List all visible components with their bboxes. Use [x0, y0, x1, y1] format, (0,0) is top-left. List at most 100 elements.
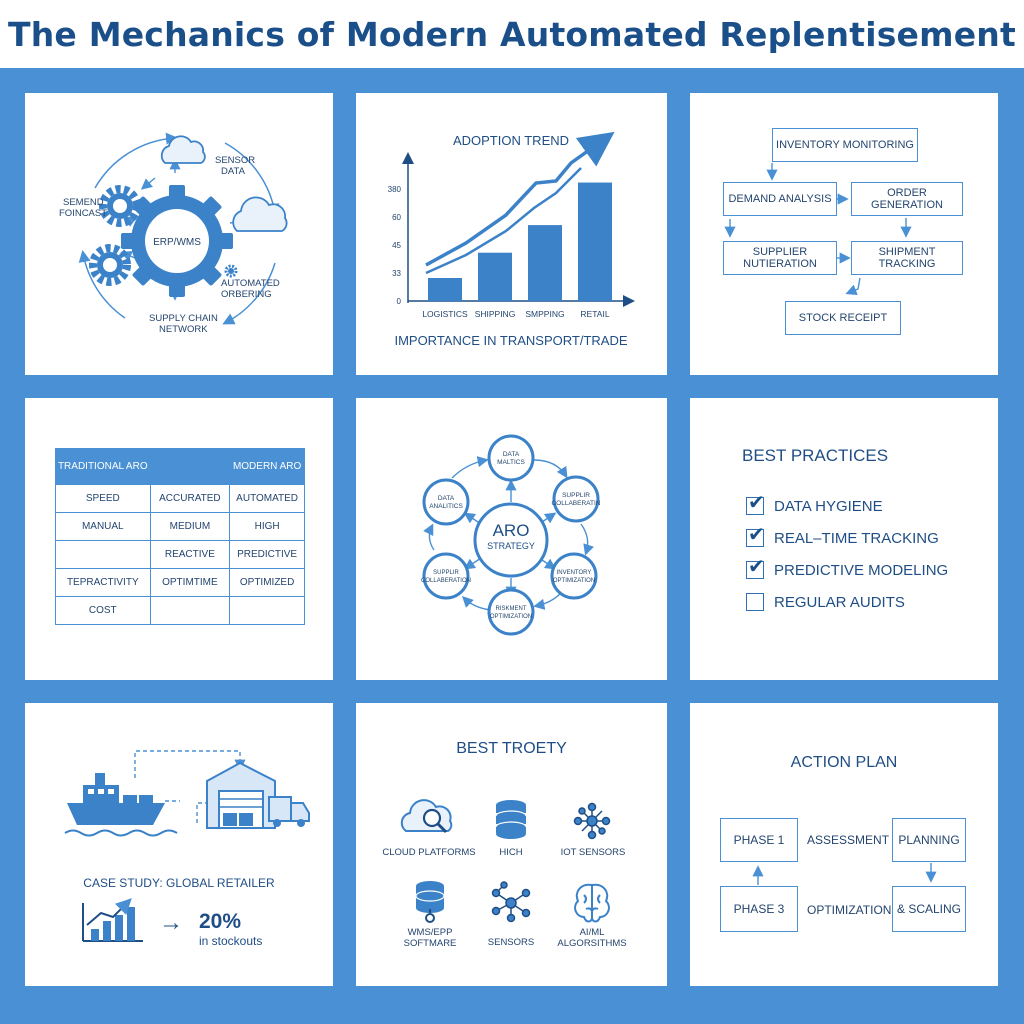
strategy-node: SUPPLIR COLLABERATIN [551, 475, 601, 523]
checkbox[interactable] [746, 593, 764, 611]
svg-text:COLLABERATION: COLLABERATION [421, 578, 471, 584]
table-cell: COST [55, 596, 151, 625]
table-cell: HIGH [229, 512, 305, 541]
table-cell: PREDICTIVE [229, 540, 305, 569]
header: The Mechanics of Modern Automated Replen… [0, 0, 1024, 68]
svg-text:SUPPLIR: SUPPLIR [562, 492, 590, 499]
strategy-node: DATA ANALITICS [422, 478, 470, 526]
checklist-label: DATA HYGIENE [774, 497, 883, 515]
y-tick-label: 60 [392, 213, 401, 222]
table-row: REACTIVE PREDICTIVE [55, 540, 305, 569]
strategy-node: SUPPLIR COLLABERATION [421, 552, 471, 600]
tech-label: SENSORS [487, 937, 535, 948]
arrow-icon: → [159, 909, 183, 936]
strategy-center-title: ARO [493, 521, 530, 540]
bar [528, 225, 562, 301]
table-cell: TEPRACTIVITY [55, 568, 151, 597]
panel-comparison-table: TRADITIONAL ARO MODERN ARO SPEED ACCURAT… [25, 398, 333, 680]
svg-text:INVENTORY: INVENTORY [557, 570, 592, 576]
database-gear-icon [415, 881, 445, 923]
tech-label: HICH [499, 847, 523, 858]
warehouse-icon [206, 761, 276, 829]
checklist-item[interactable]: ✔ PREDICTIVE MODELING [746, 554, 949, 579]
svg-text:SUPPLIR: SUPPLIR [433, 570, 459, 576]
svg-text:COLLABERATIN: COLLABERATIN [551, 500, 600, 507]
strategy-center [473, 502, 549, 578]
checklist-item[interactable]: REGULAR AUDITS [746, 593, 905, 611]
strategy-wheel: ARO STRATEGY DATA MALTICS SUPPLIR COLLAB… [421, 434, 601, 636]
checklist-label: REGULAR AUDITS [774, 593, 905, 611]
ship-icon [64, 773, 178, 837]
table-cell: REACTIVE [149, 540, 231, 569]
checklist-item[interactable]: ✔ REAL–TIME TRACKING [746, 522, 939, 547]
cycle-arrow [78, 250, 126, 319]
table-cell [229, 596, 305, 625]
network-icon [573, 802, 611, 840]
strategy-center-subtitle: STRATEGY [487, 541, 535, 551]
checkbox[interactable]: ✔ [746, 490, 765, 515]
table-cell [149, 596, 231, 625]
database-icon [495, 800, 527, 839]
action-plan-title: ACTION PLAN [790, 754, 898, 771]
network-label: NETWORK [159, 324, 208, 335]
panel-technology: BEST TROETY [356, 703, 667, 986]
svg-text:OPTIMIZATION: OPTIMIZATION [553, 578, 595, 584]
trend-line [425, 167, 582, 275]
checklist-item[interactable]: ✔ DATA HYGIENE [746, 490, 883, 515]
y-tick-label: 33 [392, 269, 401, 278]
optimization-label: OPTIMIZATION [807, 903, 892, 917]
table-cell: OPTIMIZED [229, 568, 305, 597]
table-cell [55, 540, 151, 569]
check-icon: ✔ [748, 522, 765, 546]
flow-box-demand-analysis: DEMAND ANALYSIS [723, 182, 837, 216]
panel-replenishment-cycle: ERP/WMS SENSOR DATA SEMEND FOINCAST AUTO… [25, 93, 333, 375]
x-tick-label: SHIPPING [475, 309, 516, 319]
sensor-label: DATA [221, 166, 246, 177]
strategy-node: DATA MALTICS [487, 434, 535, 482]
table-row: SPEED ACCURATED AUTOMATED [55, 484, 305, 513]
tech-label: CLOUD PLATFORMS [382, 847, 476, 858]
x-tick-label: SMPPING [525, 309, 564, 319]
checkbox[interactable]: ✔ [746, 522, 765, 547]
svg-text:DATA: DATA [503, 451, 520, 458]
cloud-icon [160, 135, 206, 164]
svg-text:MALTICS: MALTICS [497, 459, 525, 466]
panel-case-study: CASE STUDY: GLOBAL RETAILER → 20% in sto… [25, 703, 333, 986]
case-study-title: CASE STUDY: GLOBAL RETAILER [83, 876, 275, 890]
scaling-box: & SCALING [892, 886, 966, 932]
network-icon [491, 881, 531, 923]
panel-best-practices: BEST PRACTICES ✔ DATA HYGIENE ✔ REAL–TIM… [690, 398, 998, 680]
table-header [149, 448, 231, 485]
y-tick-label: 45 [392, 241, 401, 250]
table-cell: OPTIMTIME [149, 568, 231, 597]
table-cell: MANUAL [55, 512, 151, 541]
cloud-icon [232, 196, 288, 232]
gear-icon [99, 185, 141, 227]
technology-title: BEST TROETY [456, 740, 567, 757]
checklist-label: REAL–TIME TRACKING [774, 529, 939, 547]
gear-icon [89, 244, 131, 286]
panel-process-flow: INVENTORY MONITORING DEMAND ANALYSIS ORD… [690, 93, 998, 375]
flow-box-order-generation: ORDER GENERATION [851, 182, 963, 216]
brain-icon [574, 883, 610, 923]
cycle-arrow [222, 262, 276, 325]
demand-label: SEMEND [63, 197, 104, 208]
svg-text:OPTIMIZATION: OPTIMIZATION [490, 614, 532, 620]
comparison-table: TRADITIONAL ARO MODERN ARO SPEED ACCURAT… [55, 448, 305, 625]
checkbox[interactable]: ✔ [746, 554, 765, 579]
case-study-illustration [64, 750, 310, 942]
checklist-label: PREDICTIVE MODELING [774, 561, 949, 579]
table-row: COST [55, 596, 305, 625]
demand-label: FOINCAST [59, 208, 107, 219]
page-title: The Mechanics of Modern Automated Replen… [8, 14, 1016, 54]
sensor-label: SENSOR [215, 155, 255, 166]
cycle-arrow [94, 132, 178, 189]
table-cell: ACCURATED [149, 484, 231, 513]
phase-3-box: PHASE 3 [720, 886, 798, 932]
stat-text: in stockouts [199, 934, 263, 948]
table-cell: MEDIUM [149, 512, 231, 541]
bar [428, 278, 462, 301]
